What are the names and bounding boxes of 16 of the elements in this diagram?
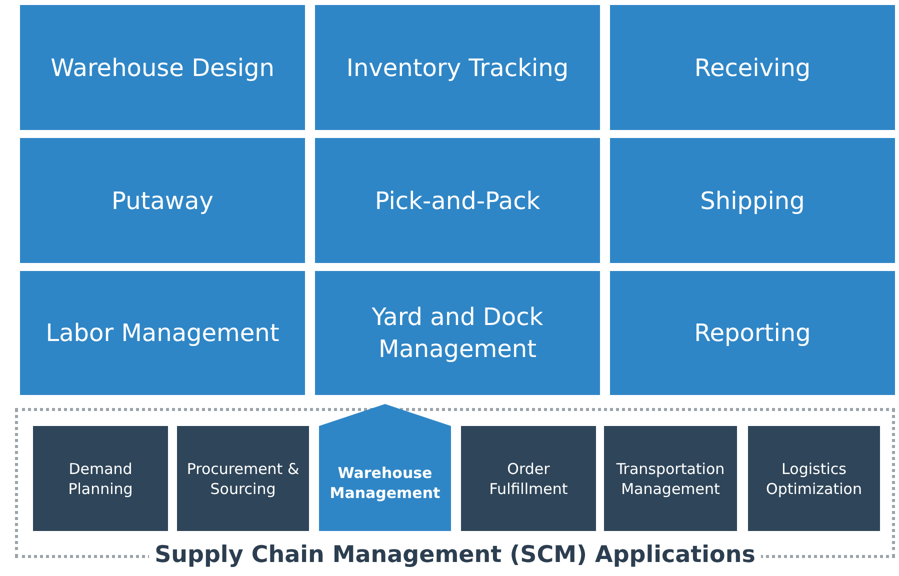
- function-tile: Labor Management: [20, 271, 305, 395]
- group-title: Supply Chain Management (SCM) Applications: [148, 542, 762, 568]
- function-tile: Reporting: [610, 271, 895, 395]
- function-tile: Yard and Dock Management: [315, 271, 600, 395]
- application-tile: Logistics Optimization: [748, 426, 880, 531]
- application-tile: Transportation Management: [604, 426, 737, 531]
- application-tile: Demand Planning: [33, 426, 168, 531]
- function-tile: Receiving: [610, 5, 895, 130]
- function-tile: Warehouse Design: [20, 5, 305, 130]
- function-tile: Putaway: [20, 138, 305, 263]
- function-tile: Pick-and-Pack: [315, 138, 600, 263]
- function-tile: Inventory Tracking: [315, 5, 600, 130]
- function-tile: Shipping: [610, 138, 895, 263]
- application-tile: Order Fulfillment: [461, 426, 596, 531]
- highlighted-application-tile: Warehouse Management: [319, 404, 451, 531]
- application-tile: Procurement & Sourcing: [177, 426, 309, 531]
